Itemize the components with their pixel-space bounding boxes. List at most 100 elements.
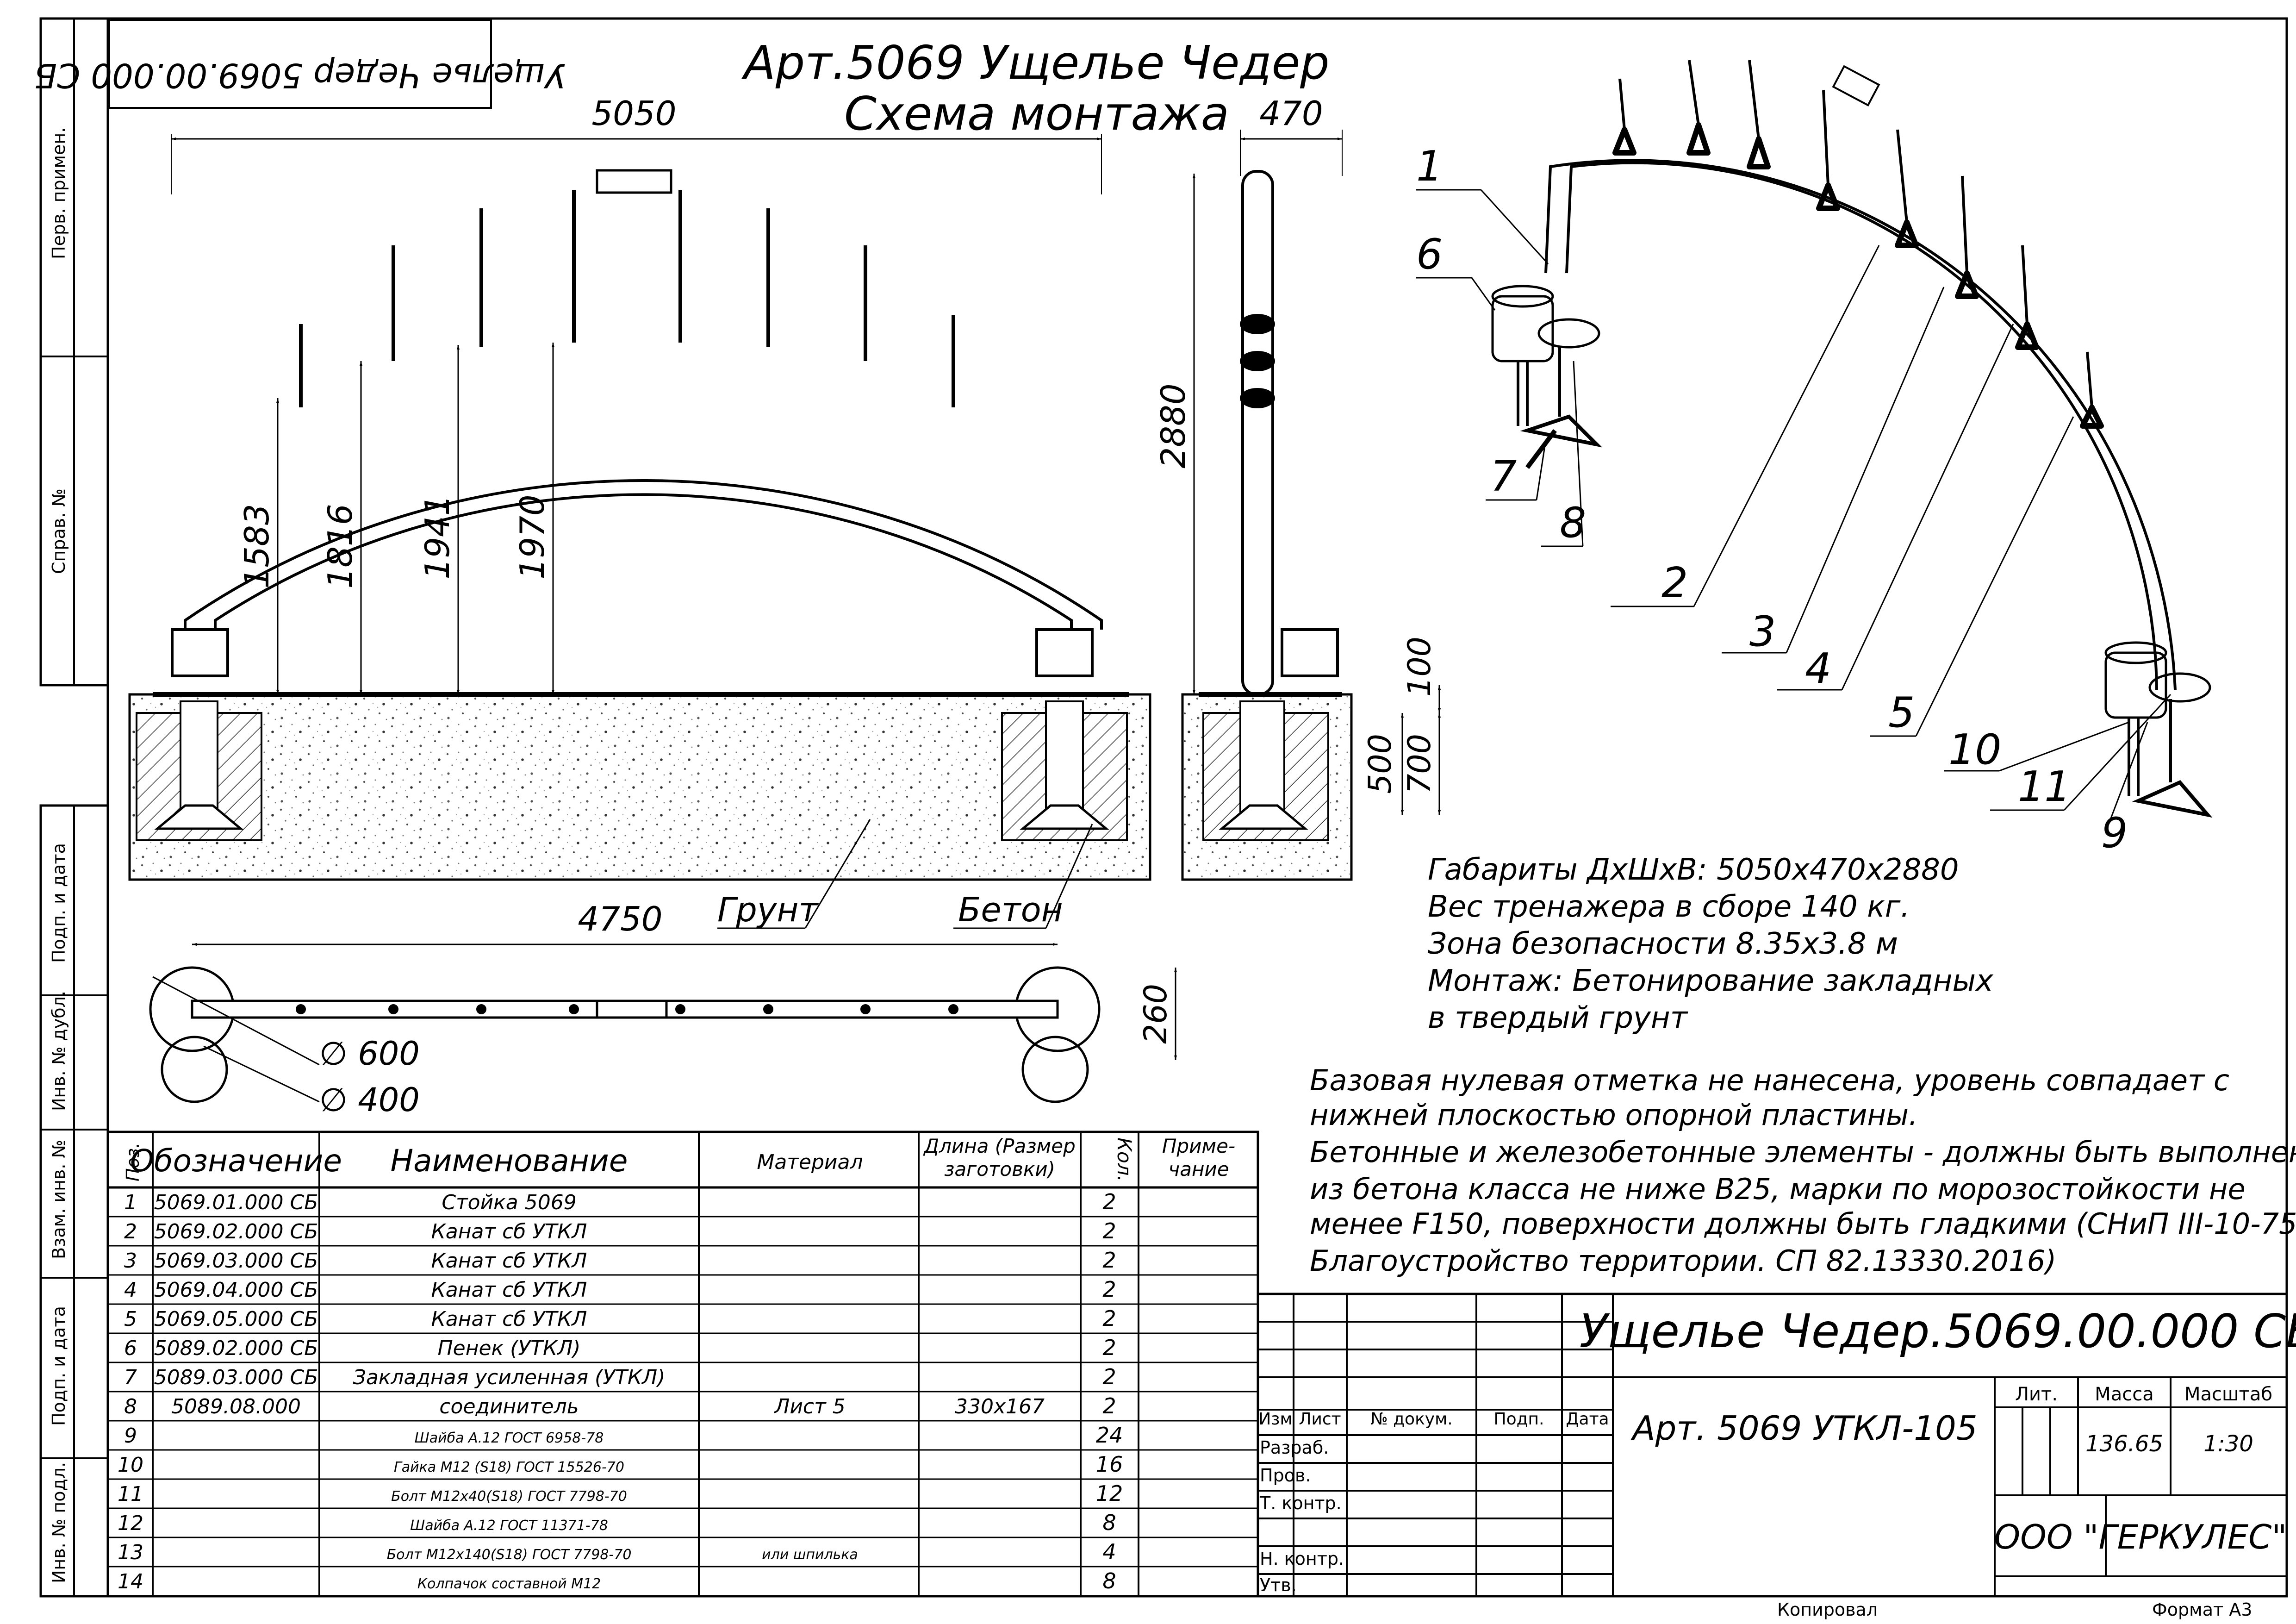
side-label: Инв. № дубл. <box>49 991 69 1111</box>
bom-cell: 7 <box>124 1366 137 1389</box>
callout: 11 <box>2018 762 2071 811</box>
bom-cell: 5089.03.000 СБ <box>154 1366 318 1389</box>
tb-role: Т. контр. <box>1259 1493 1342 1513</box>
bom-cell: 11 <box>118 1482 143 1506</box>
bom-cell: 2 <box>1102 1393 1116 1418</box>
callout: 10 <box>1948 725 2002 774</box>
bom-cell: 4 <box>124 1278 137 1302</box>
side-label: Справ. № <box>49 488 69 574</box>
bom-cell: 16 <box>1096 1452 1123 1477</box>
dim-span: 4750 <box>578 899 662 938</box>
bom-cell: 330х167 <box>955 1395 1045 1418</box>
bom-cell: 8 <box>124 1395 137 1418</box>
bom-cell: 5089.02.000 СБ <box>154 1337 318 1360</box>
tb-header: № докум. <box>1370 1410 1452 1429</box>
dim-height: 2880 <box>1154 383 1193 468</box>
bom-cell: 2 <box>1102 1248 1116 1273</box>
bom-cell: 6 <box>124 1337 137 1360</box>
tb-header: Дата <box>1566 1410 1609 1429</box>
material-labels: Грунт Бетон <box>717 819 1093 929</box>
bom-cell: 12 <box>1096 1481 1123 1506</box>
bom-cell: 12 <box>118 1512 143 1535</box>
specs: Габариты ДхШхВ: 5050х470х2880 Вес тренаж… <box>1428 853 1994 1035</box>
bom-cell: Шайба А.12 ГОСТ 11371-78 <box>410 1518 608 1534</box>
bom-cell: 9 <box>124 1424 137 1448</box>
dim-h2: 1816 <box>321 504 360 588</box>
product-name: Арт. 5069 УТКЛ-105 <box>1630 1409 1977 1448</box>
rotated-stamp: Ущелье Чедер 5069.00.000 СБ <box>34 19 566 109</box>
bom-cell: 3 <box>124 1249 137 1273</box>
dim-depth: 470 <box>1259 94 1323 133</box>
callout: 6 <box>1416 230 1443 279</box>
bom-table: Поз. Обозначение Наименование Материал Д… <box>106 1131 1259 1598</box>
bom-cell: 1 <box>124 1191 137 1214</box>
front-dimensions: 5050 1583 1816 1941 1970 <box>171 94 1102 694</box>
bom-cell: 8 <box>1102 1510 1116 1535</box>
bom-cell: 2 <box>1102 1189 1116 1214</box>
bom-cell: 10 <box>118 1453 143 1477</box>
callout: 7 <box>1490 452 1517 501</box>
footer: Копировал Формат А3 <box>1777 1599 2252 1620</box>
plan-view: 4750 260 ∅ 600 ∅ 400 <box>149 899 1177 1119</box>
tb-role: Пров. <box>1260 1465 1311 1486</box>
tb-mass-label: Масса <box>2095 1384 2154 1405</box>
dim-700: 700 <box>1401 734 1438 794</box>
side-dimensions: 470 2880 100 500 700 <box>1154 94 1441 815</box>
bom-cell: Канат сб УТКЛ <box>431 1220 587 1243</box>
note-line: из бетона класса не ниже В25, марки по м… <box>1310 1172 2246 1206</box>
rotated-stamp-text: Ущелье Чедер 5069.00.000 СБ <box>34 56 566 95</box>
note-line: менее F150, поверхности должны быть глад… <box>1310 1207 2296 1241</box>
tb-lit-label: Лит. <box>2015 1384 2058 1405</box>
tb-header: Лист <box>1299 1410 1341 1429</box>
spec-line: Зона безопасности 8.35х3.8 м <box>1428 927 1898 961</box>
bom-cell: Гайка М12 (S18) ГОСТ 15526-70 <box>394 1459 624 1475</box>
bom-cell: или шпилька <box>762 1547 858 1563</box>
callouts: 1 6 7 8 2 3 4 5 10 11 9 <box>1416 142 2172 857</box>
title-block: Ущелье Чедер.5069.00.000 СБ Арт. 5069 УТ… <box>1257 1293 2296 1598</box>
footer-copied: Копировал <box>1777 1599 1878 1620</box>
title-line-2: Схема монтажа <box>844 87 1229 141</box>
bom-rows: 1 5069.01.000 СБ Стойка 5069 2 2 5069.02.000 … <box>108 1189 1258 1597</box>
note-line: Бетонные и железобетонные элементы - дол… <box>1310 1135 2296 1169</box>
bom-header: Обозначение <box>130 1143 342 1179</box>
tb-mass: 136.65 <box>2085 1431 2163 1457</box>
tb-header: Подп. <box>1494 1410 1544 1429</box>
bom-header: Кол. <box>1113 1137 1136 1182</box>
bom-cell: 4 <box>1102 1539 1116 1564</box>
bom-cell: 5069.02.000 СБ <box>154 1220 318 1243</box>
bom-cell: Болт М12х40(S18) ГОСТ 7798-70 <box>391 1488 627 1505</box>
side-labels: Перв. примен. Справ. № Подп. и дата Инв.… <box>49 127 69 1583</box>
bom-cell: 8 <box>1102 1568 1116 1593</box>
chains <box>299 190 955 407</box>
bom-cell: Колпачок составной М12 <box>417 1576 601 1592</box>
bom-cell: Стойка 5069 <box>442 1191 576 1214</box>
bom-cell: 2 <box>1102 1335 1116 1360</box>
note-line: Базовая нулевая отметка не нанесена, уро… <box>1310 1063 2229 1097</box>
bom-cell: 5069.01.000 СБ <box>154 1191 318 1214</box>
drawing-title: Арт.5069 Ущелье Чедер Схема монтажа <box>741 36 1329 141</box>
dim-dia400: ∅ 400 <box>319 1081 420 1119</box>
bom-cell: Лист 5 <box>773 1395 845 1418</box>
bom-header: Материал <box>757 1150 863 1174</box>
callout: 3 <box>1749 607 1776 656</box>
dim-h3: 1941 <box>418 494 457 579</box>
callout: 9 <box>2101 809 2128 857</box>
iso-chains <box>1618 60 2093 408</box>
bom-cell: Канат сб УТКЛ <box>431 1249 587 1273</box>
side-label: Подп. и дата <box>49 1306 69 1426</box>
bom-cell: 2 <box>1102 1218 1116 1243</box>
side-view <box>1181 170 1353 881</box>
bom-cell: 13 <box>118 1541 143 1564</box>
bom-header: Длина (Размер <box>923 1135 1075 1157</box>
bom-cell: Канат сб УТКЛ <box>431 1307 587 1331</box>
bom-header: Наименование <box>391 1143 628 1179</box>
spec-line: Габариты ДхШхВ: 5050х470х2880 <box>1428 853 1959 887</box>
bom-cell: 5069.04.000 СБ <box>154 1278 318 1302</box>
dim-100: 100 <box>1401 637 1438 697</box>
tb-role: Разраб. <box>1260 1437 1329 1458</box>
tb-scale-label: Масштаб <box>2184 1384 2272 1405</box>
bom-header: чание <box>1168 1158 1229 1181</box>
callout: 4 <box>1805 644 1831 693</box>
bom-cell: Шайба А.12 ГОСТ 6958-78 <box>415 1430 604 1446</box>
